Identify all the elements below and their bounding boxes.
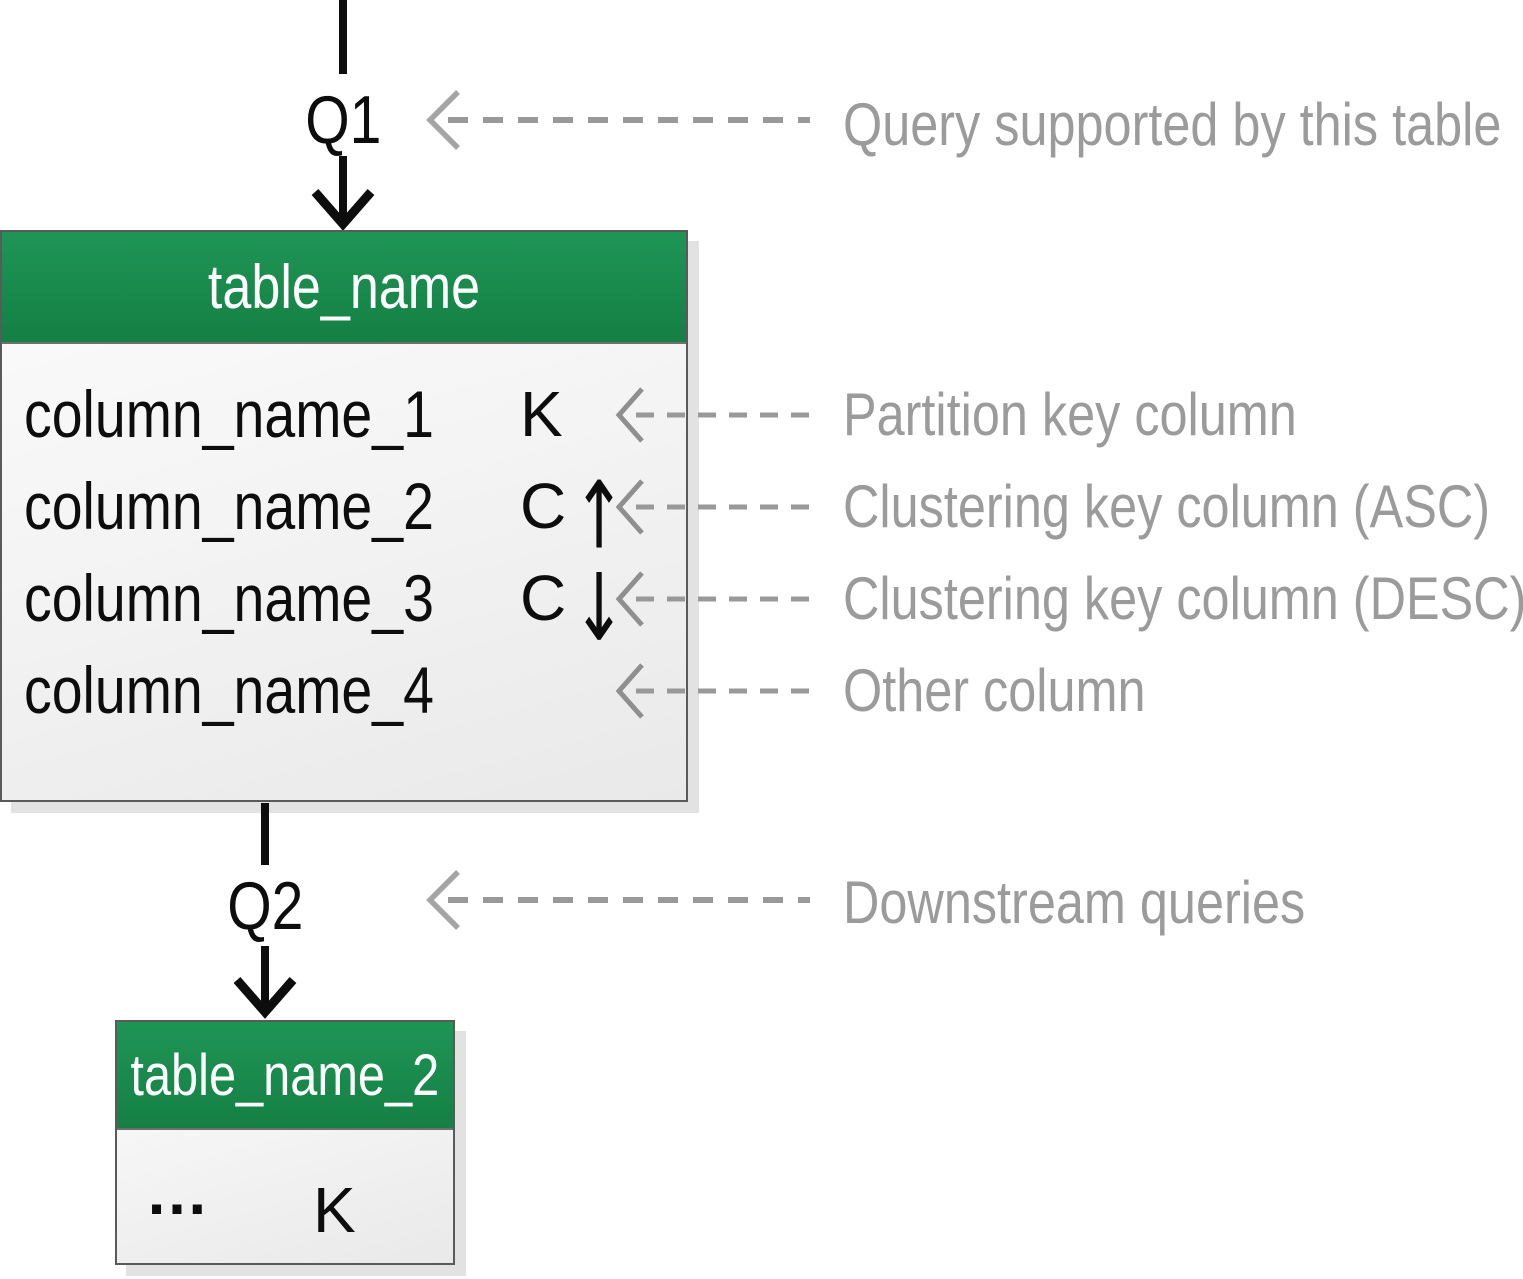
q1-text: Q1 <box>304 82 382 158</box>
note-clustering-asc: Clustering key column (ASC) <box>843 473 1491 540</box>
table-header: table_name_2 <box>117 1022 453 1130</box>
sort-desc-arrow-icon: ↓ <box>572 555 626 663</box>
table-body: column_name_1 K column_name_2 C↑ column_… <box>2 344 686 736</box>
key-marker: K <box>520 368 569 460</box>
note-clustering-desc: Clustering key column (DESC) <box>843 565 1523 632</box>
sort-asc-arrow-icon: ↑ <box>572 463 626 571</box>
q2-incoming-line <box>261 803 269 865</box>
key-letter: C <box>520 470 567 542</box>
column-name: column_name_3 <box>24 561 434 635</box>
dashed-arrow-icon <box>615 387 812 443</box>
table-row: … K <box>117 1130 453 1263</box>
table-row: column_name_3 C↓ <box>2 552 686 662</box>
note-partition-key: Partition key column <box>843 381 1297 448</box>
table-body: … K <box>117 1130 453 1263</box>
table-row: column_name_2 C↑ <box>2 460 686 570</box>
key-letter: C <box>520 562 567 634</box>
key-letter: K <box>313 1174 356 1246</box>
note-downstream-queries: Downstream queries <box>843 869 1306 936</box>
key-marker: C↓ <box>520 552 626 662</box>
table-title: table_name <box>207 252 481 322</box>
note-other-column: Other column <box>843 657 1146 724</box>
q2-text: Q2 <box>226 868 304 944</box>
key-marker: C↑ <box>520 460 626 570</box>
table-header: table_name <box>2 232 686 344</box>
table-box-table-name: table_name column_name_1 K column_name_2… <box>0 230 688 802</box>
column-name: column_name_2 <box>24 469 434 543</box>
table-row: column_name_1 K <box>2 368 686 460</box>
query-label-q1: Q1 <box>263 86 423 154</box>
ellipsis-columns: … <box>145 1156 213 1228</box>
table-title: table_name_2 <box>130 1042 440 1108</box>
dashed-arrow-icon <box>615 663 812 719</box>
query-label-q2: Q2 <box>185 872 345 940</box>
dashed-arrow-icon <box>426 90 810 150</box>
column-name: column_name_4 <box>24 653 434 727</box>
column-name: column_name_1 <box>24 377 434 451</box>
table-box-table-name-2: table_name_2 … K <box>115 1020 455 1265</box>
dashed-arrow-icon <box>426 870 810 930</box>
down-arrow-icon <box>311 156 375 231</box>
note-query-supported: Query supported by this table <box>843 91 1502 158</box>
key-letter: K <box>520 378 563 450</box>
q1-incoming-line <box>339 0 347 74</box>
table-row: column_name_4 <box>2 644 686 736</box>
dashed-arrow-icon <box>615 479 812 535</box>
dashed-arrow-icon <box>615 571 812 627</box>
down-arrow-icon <box>233 946 297 1019</box>
